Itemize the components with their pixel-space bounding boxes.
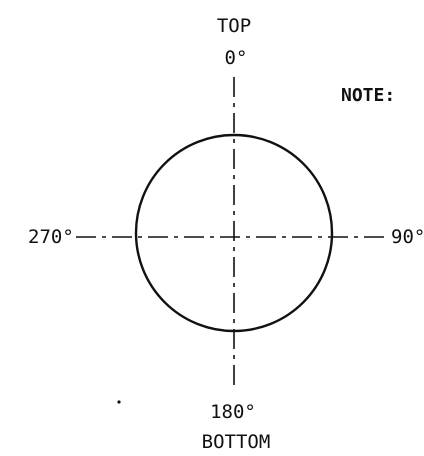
top-label: TOP (217, 15, 251, 37)
bottom-label: BOTTOM (202, 431, 271, 453)
bottom-angle-label: 180° (210, 401, 256, 423)
right-angle-label: 90° (391, 226, 424, 248)
part-circle (134, 133, 334, 333)
top-angle-label: 0° (225, 47, 248, 69)
scan-speck (117, 400, 121, 404)
note-label: NOTE: (341, 85, 395, 106)
left-angle-label: 270° (28, 226, 74, 248)
